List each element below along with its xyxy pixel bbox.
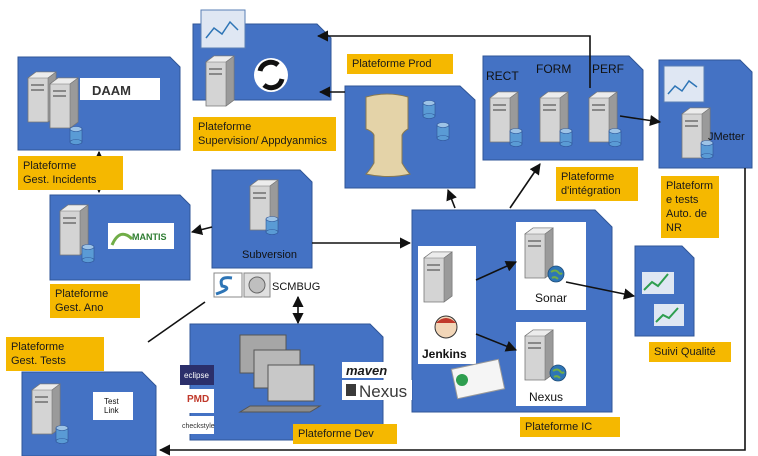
panel-tests	[21, 371, 157, 456]
rect-db-icon	[509, 128, 523, 147]
quality-chart-icon	[654, 304, 684, 326]
tool-label-jenkins: Jenkins	[422, 347, 467, 361]
panel-incidents	[17, 56, 181, 151]
panel-subversion	[211, 169, 313, 269]
label-ic: Plateforme IC	[520, 417, 620, 437]
label-tests: Plateforme Gest. Tests	[6, 337, 104, 371]
tool-label-nexus-logo: Nexus	[359, 382, 407, 401]
daam-logo-icon	[80, 78, 160, 100]
arrow-ic-to-prod	[446, 188, 457, 209]
tool-label-pmd: PMD	[187, 394, 209, 405]
env-label-form: FORM	[536, 62, 571, 76]
label-supervision: Plateforme Supervision/ Appdyanmics	[193, 117, 336, 151]
panel-prod	[344, 85, 476, 189]
incidents-db-icon	[69, 126, 83, 145]
email-badge-icon	[456, 374, 468, 386]
nr-db-icon	[700, 140, 714, 159]
email-notification-icon	[450, 358, 506, 400]
scmbug-logo-icon	[213, 272, 243, 298]
dev-workstation-icon	[267, 364, 315, 402]
tool-label-sonar: Sonar	[535, 291, 567, 305]
arrow-ic-to-integration	[509, 163, 541, 209]
testlink-logo-icon	[93, 392, 133, 420]
tool-label-eclipse: eclipse	[184, 371, 209, 380]
nexus-globe-icon	[549, 364, 567, 382]
checkstyle-logo-icon	[180, 416, 214, 434]
nr-screen-icon	[663, 65, 705, 103]
arrow-nr-to-tests	[158, 168, 746, 456]
tool-labels: Subversion SCMBUG Jenkins Sonar Nexus JM…	[92, 83, 745, 430]
quality-chart-icon	[642, 272, 674, 294]
nexus-server-icon	[524, 329, 554, 381]
tool-label-checkstyle: checkstyle	[182, 423, 215, 430]
maven-logo-icon	[342, 362, 404, 378]
line-subversion-to-tests	[147, 301, 206, 343]
label-integration: Plateforme d'intégration	[556, 167, 638, 201]
arrow-integration-to-supervision	[316, 30, 591, 88]
pmd-logo-icon	[180, 389, 214, 413]
sonar-globe-icon	[547, 265, 565, 283]
arrow-jenkins-to-sonar	[475, 261, 518, 281]
tool-label-jmetter: JMetter	[708, 131, 745, 143]
monitoring-screen-icon	[200, 9, 246, 49]
panel-ano	[49, 194, 191, 281]
nexus-logo-icon	[342, 380, 412, 400]
tool-label-subversion: Subversion	[242, 249, 297, 261]
ano-db-icon	[81, 244, 95, 263]
gear-icon	[248, 276, 266, 294]
env-label-perf: PERF	[592, 62, 624, 76]
form-db-icon	[559, 128, 573, 147]
tool-label-scmbug: SCMBUG	[272, 281, 320, 293]
label-incidents: Plateforme Gest. Incidents	[18, 156, 123, 190]
panel-qualite	[634, 245, 695, 337]
panel-dev	[180, 323, 412, 441]
tool-label-daam: DAAM	[92, 83, 131, 98]
prod-model-icon	[364, 93, 411, 177]
tool-label-maven: maven	[346, 363, 387, 378]
incidents-server-icon	[49, 77, 79, 129]
arrow-perf-to-jmetter	[619, 114, 662, 127]
arrow-jenkins-to-nexus	[475, 333, 518, 352]
env-labels: RECT FORM PERF	[486, 62, 624, 83]
connector-arrows	[93, 30, 746, 456]
tests-server-icon	[31, 383, 61, 435]
label-ano: Plateforme Gest. Ano	[50, 284, 140, 318]
eclipse-logo-icon	[180, 365, 214, 385]
arrow-sonar-to-qualite	[565, 281, 636, 300]
panel-nr	[658, 59, 753, 169]
arrow-subversion-to-ano	[190, 224, 213, 235]
jenkins-server-icon	[423, 251, 453, 303]
prod-db-icon	[436, 122, 450, 141]
label-dev: Plateforme Dev	[293, 424, 397, 444]
label-prod: Plateforme Prod	[347, 54, 453, 74]
perf-db-icon	[608, 128, 622, 147]
label-nr: Plateform e tests Auto. de NR	[661, 176, 719, 238]
tests-db-icon	[55, 425, 69, 444]
tool-label-mantis: MANTIS	[132, 232, 167, 242]
prod-db-icon	[422, 100, 436, 119]
env-label-rect: RECT	[486, 69, 519, 83]
scmbug-badge	[213, 272, 271, 298]
tool-label-nexus-server: Nexus	[529, 390, 563, 404]
subversion-db-icon	[265, 216, 279, 235]
supervision-server-icon	[205, 55, 235, 107]
panel-integration	[482, 55, 644, 161]
label-qualite: Suivi Qualité	[649, 342, 731, 362]
panel-supervision	[192, 9, 332, 107]
panel-ic	[411, 209, 613, 413]
